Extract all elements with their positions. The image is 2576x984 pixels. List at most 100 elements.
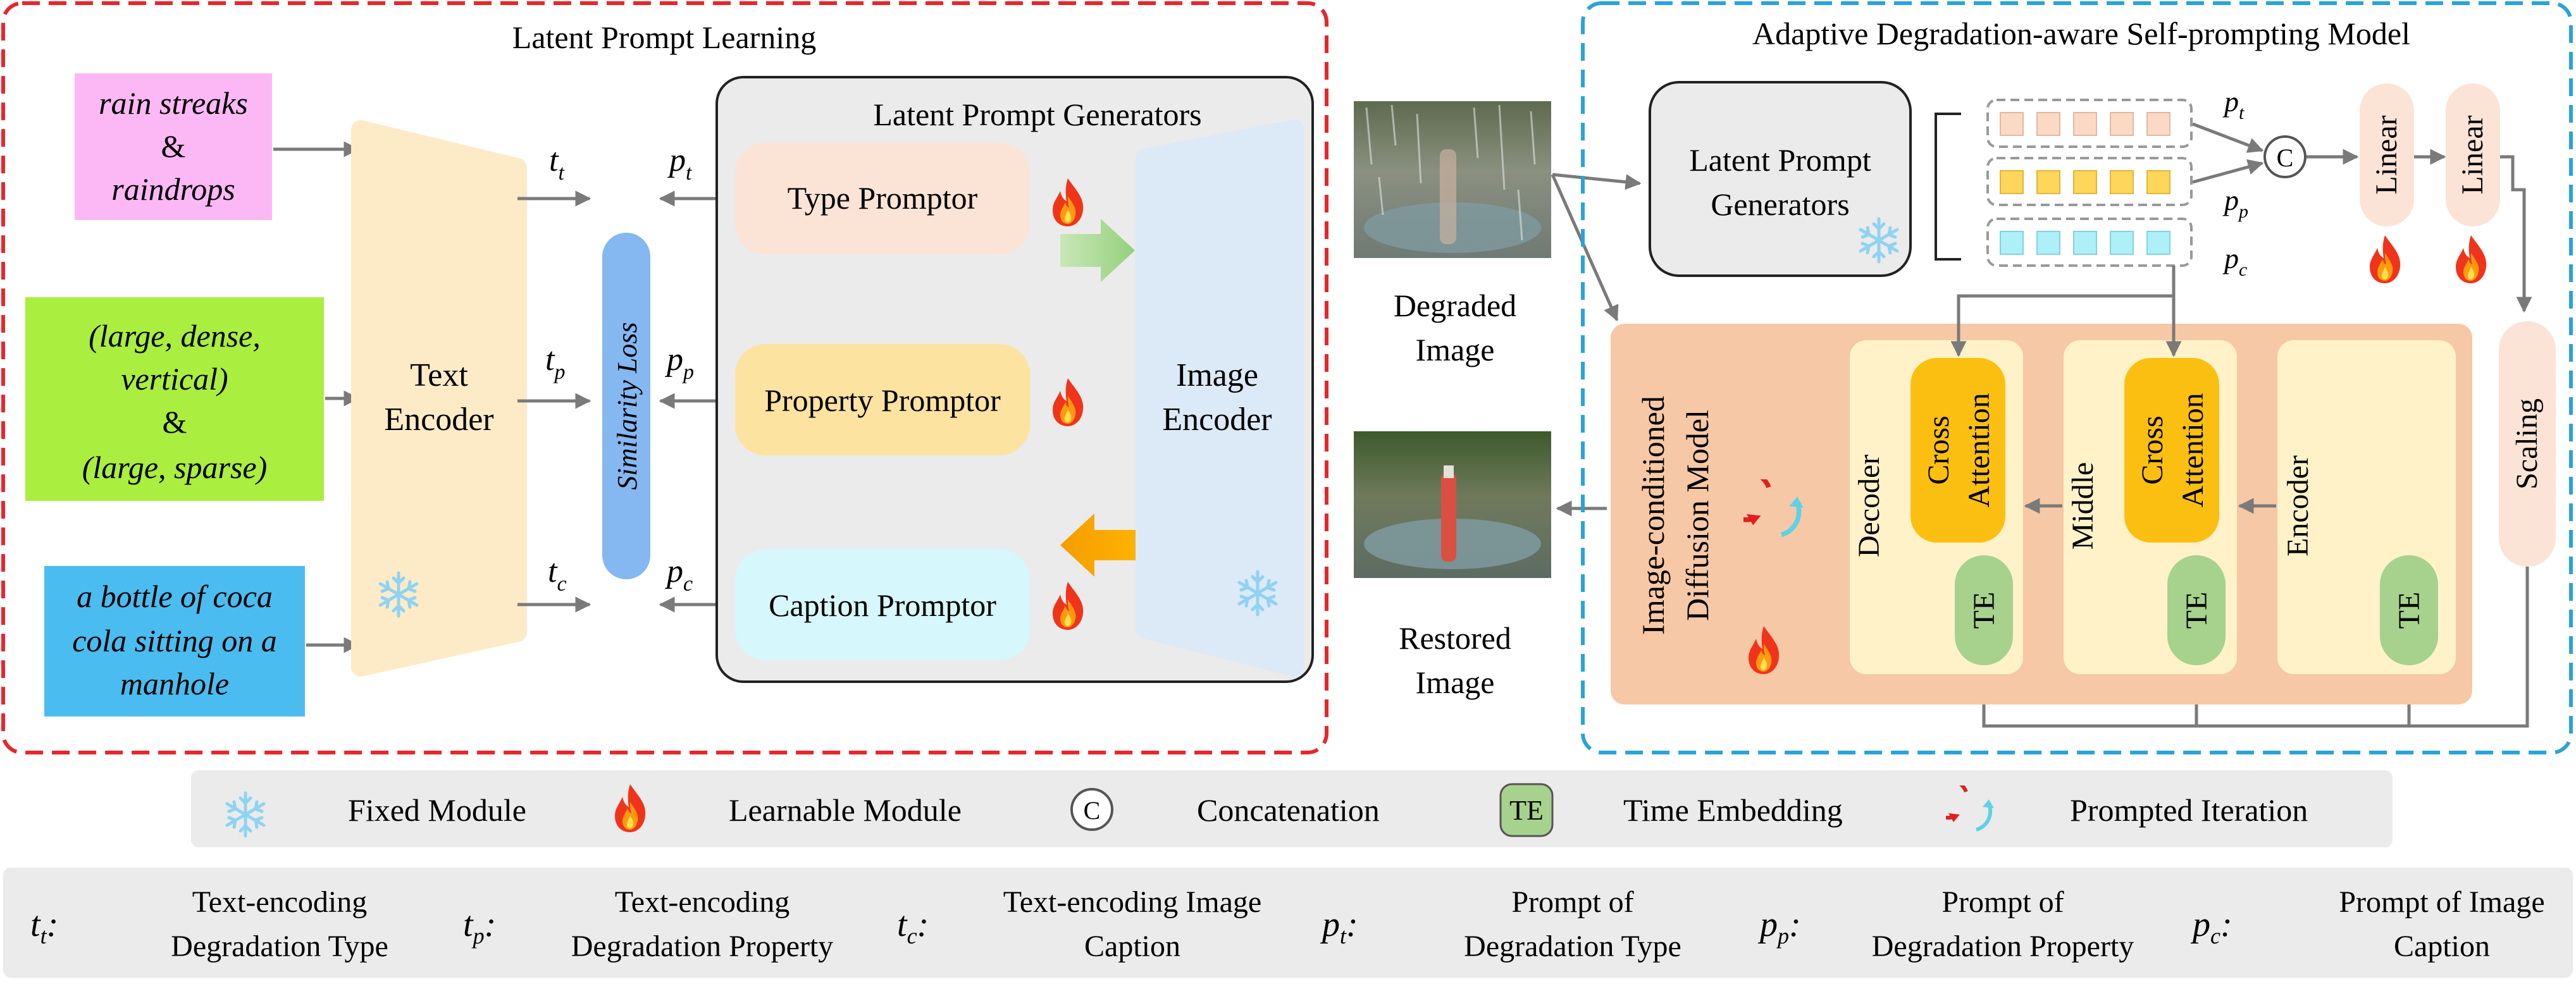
linear-1-label: Linear (2370, 115, 2403, 194)
flame-icon (2456, 235, 2487, 283)
t-p-label: tp (545, 341, 565, 384)
caption-input-line2: cola sitting on a (72, 623, 277, 658)
svg-text:Prompt of: Prompt of (1511, 885, 1633, 919)
notation-tc: tc: Text-encoding Image Caption (897, 885, 1261, 963)
svg-text:pp:: pp: (1757, 905, 1801, 949)
property-input-line3: & (163, 404, 187, 440)
degraded-image-line1: Degraded (1394, 288, 1516, 323)
legend-te-symbol (1499, 783, 1554, 837)
svg-text:Text-encoding Image: Text-encoding Image (1003, 885, 1261, 919)
linear-2-label: Linear (2456, 115, 2489, 194)
prompt-tokens-caption (1986, 218, 2193, 267)
arrow-degraded-to-diffusion (1551, 173, 1619, 322)
caption-promptor (735, 549, 1030, 660)
svg-text:pt:: pt: (1320, 905, 1358, 949)
svg-text:Degradation Property: Degradation Property (1872, 930, 2134, 963)
diffusion-model-line2: Diffusion Model (1680, 410, 1715, 621)
svg-text:Degradation Type: Degradation Type (1464, 930, 1681, 963)
linear-2-block (2446, 83, 2500, 226)
t-t-label: tt (549, 142, 565, 185)
p-p-label: pp (664, 341, 694, 384)
svg-text:Text-encoding: Text-encoding (615, 885, 790, 919)
scaling-label: Scaling (2510, 398, 2544, 489)
legend-te-symbol-label: TE (1509, 795, 1544, 826)
cross-attention-decoder-line2: Attention (1962, 393, 1996, 507)
caption-promptor-label: Caption Promptor (769, 587, 996, 623)
right-generators-line1: Latent Prompt (1689, 142, 1871, 178)
arrow-linear-to-scaling (2500, 155, 2532, 313)
property-promptor (735, 344, 1030, 455)
notation-pt: pt: Prompt of Degradation Type (1320, 885, 1681, 963)
rain-input-line2: & (161, 128, 186, 164)
svg-text:Degradation Property: Degradation Property (571, 930, 834, 963)
text-encoder-line1: Text (410, 357, 468, 393)
type-promptor (735, 143, 1030, 254)
svg-text:Prompt of Image: Prompt of Image (2339, 885, 2544, 919)
prompt-bracket (1935, 113, 1961, 261)
legend-learnable: Learnable Module (729, 792, 962, 828)
latent-prompt-generators-title: Latent Prompt Generators (873, 97, 1201, 132)
cross-attention-decoder-line1: Cross (1922, 415, 1955, 484)
scaling-block (2499, 321, 2556, 567)
rain-input-line1: rain streaks (99, 85, 248, 121)
te-middle (2167, 555, 2226, 665)
property-promptor-label: Property Promptor (764, 383, 1001, 418)
caption-input-box (44, 566, 305, 716)
te-decoder (1955, 555, 2013, 665)
image-encoder-line2: Encoder (1162, 402, 1272, 438)
notation-tp: tp: Text-encoding Degradation Property (463, 885, 833, 963)
right-pc-label: pc (2222, 242, 2247, 280)
svg-text:Prompt of: Prompt of (1941, 885, 2064, 919)
right-generators-line2: Generators (1711, 187, 1849, 222)
legend-concat-symbol-label: C (1084, 796, 1101, 825)
arrow-pt-to-concat (2192, 122, 2264, 153)
arrow-pp-to-concat (2192, 159, 2264, 184)
legend-concat-symbol (1070, 788, 1113, 831)
te-encoder-label: TE (2393, 592, 2426, 629)
cross-attention-middle-line1: Cross (2136, 415, 2169, 484)
svg-text:Text-encoding: Text-encoding (192, 885, 368, 919)
legend-box (191, 770, 2393, 847)
right-pt-label: pt (2222, 85, 2245, 123)
encoder-label: Encoder (2281, 455, 2315, 557)
adaptive-model-frame (1581, 1, 2573, 754)
cross-attention-middle (2124, 358, 2219, 543)
te-decoder-label: TE (1967, 592, 2001, 629)
property-input-line2: vertical) (121, 361, 228, 397)
latent-prompt-learning-title: Latent Prompt Learning (512, 20, 816, 55)
concat-symbol (2263, 135, 2307, 178)
legend-concat: Concatenation (1197, 792, 1380, 828)
flame-icon (2370, 235, 2401, 283)
restored-image-line1: Restored (1399, 620, 1511, 656)
notation-pp: pp: Prompt of Degradation Property (1757, 885, 2134, 963)
legend-te: Time Embedding (1623, 792, 1843, 828)
restored-image-line2: Image (1416, 665, 1495, 700)
text-encoder-line2: Encoder (384, 402, 493, 438)
property-input-box (25, 297, 324, 501)
diffusion-model-line1: Image-conditioned (1635, 396, 1671, 635)
middle-label: Middle (2066, 462, 2100, 550)
right-generators-box (1649, 81, 1912, 277)
te-encoder (2380, 555, 2438, 665)
image-encoder-line1: Image (1176, 357, 1258, 393)
svg-text:tt:: tt: (30, 905, 58, 949)
p-t-label: pt (667, 142, 693, 185)
te-middle-label: TE (2180, 592, 2214, 629)
rain-input-line3: raindrops (111, 171, 235, 207)
restored-image (1354, 431, 1551, 578)
diffusion-model-block (1611, 324, 2472, 704)
similarity-loss-label: Similarity Loss (612, 322, 643, 489)
right-pp-label: pp (2222, 184, 2248, 222)
decoder-label: Decoder (1852, 455, 1886, 558)
svg-text:pc:: pc: (2190, 905, 2232, 949)
cross-attention-middle-line2: Attention (2176, 393, 2210, 507)
notation-box (3, 868, 2573, 978)
orange-flow-arrow (1060, 514, 1139, 577)
linear-1-block (2360, 83, 2414, 226)
caption-input-line3: manhole (120, 666, 229, 701)
legend-iteration: Prompted Iteration (2070, 792, 2308, 828)
caption-input-line1: a bottle of coca (77, 579, 273, 614)
svg-text:Degradation Type: Degradation Type (171, 930, 388, 963)
p-c-label: pc (664, 553, 693, 596)
